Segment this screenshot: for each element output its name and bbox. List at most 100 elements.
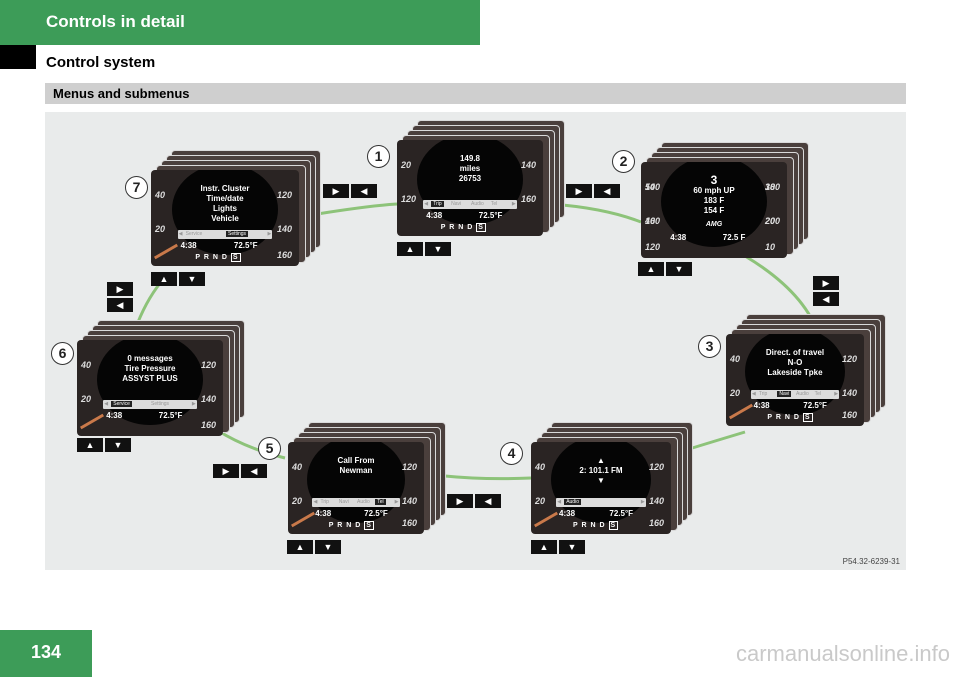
right-button[interactable]: ▶	[323, 184, 349, 198]
menu-item-audio: Audio	[470, 201, 484, 207]
left-button[interactable]: ◀	[813, 292, 839, 306]
gear-s-indicator: S	[608, 521, 619, 530]
display-text-line: Vehicle	[211, 214, 239, 223]
gear-indicator: P R N D S	[767, 413, 813, 422]
menu-left-arrow: ◀	[751, 391, 756, 397]
down-button[interactable]: ▼	[179, 272, 205, 286]
cluster-display	[745, 334, 845, 416]
callout-2: 2	[612, 150, 635, 173]
speed-scale-label: 20	[765, 216, 776, 226]
gauge-needle	[728, 403, 754, 420]
display-outside-temp: 72.5°F	[233, 241, 258, 250]
display-clock: 4:38	[315, 509, 332, 518]
gear-s-indicator: S	[802, 413, 813, 422]
header-title: Controls in detail	[46, 12, 185, 31]
down-button[interactable]: ▼	[666, 262, 692, 276]
display-text-line: 0 messages	[127, 354, 173, 363]
cluster-display	[550, 442, 652, 524]
left-button[interactable]: ◀	[241, 464, 267, 478]
speed-scale-label: 140	[402, 496, 418, 506]
speed-scale-label: 30	[765, 182, 776, 192]
left-button[interactable]: ◀	[107, 298, 133, 312]
display-outside-temp: 72.5°F	[609, 509, 634, 518]
cluster-display	[171, 170, 279, 256]
right-button[interactable]: ▶	[813, 276, 839, 290]
display-text-line: Instr. Cluster	[200, 184, 250, 193]
up-button[interactable]: ▲	[151, 272, 177, 286]
display-text-line: ▼	[597, 476, 605, 485]
display-clock: 4:38	[426, 211, 443, 220]
display-text-line: 154 F	[703, 206, 725, 215]
display-outside-temp: 72.5°F	[364, 509, 388, 518]
menu-item-trip: Trip	[758, 391, 768, 397]
gauge-needle	[533, 511, 559, 528]
display-clock: 4:38	[559, 509, 576, 518]
speed-scale-label: 160	[645, 216, 661, 226]
down-button[interactable]: ▼	[315, 540, 341, 554]
display-text-line: 3	[710, 173, 718, 187]
left-button[interactable]: ◀	[351, 184, 377, 198]
down-button[interactable]: ▼	[425, 242, 451, 256]
subsection-bar: Menus and submenus	[45, 83, 906, 104]
up-button[interactable]: ▲	[287, 540, 313, 554]
display-clock: 4:38	[753, 401, 770, 410]
display-text-line: Call From	[337, 456, 375, 465]
cluster-display	[417, 140, 523, 226]
right-button[interactable]: ▶	[213, 464, 239, 478]
menu-item-tel: Tel	[490, 201, 498, 207]
menu-left-arrow: ◀	[424, 201, 429, 207]
down-button[interactable]: ▼	[559, 540, 585, 554]
right-button[interactable]: ▶	[447, 494, 473, 508]
callout-1: 1	[367, 145, 390, 168]
menu-left-arrow: ◀	[104, 401, 109, 407]
cluster-display	[307, 442, 405, 524]
up-button[interactable]: ▲	[531, 540, 557, 554]
gear-indicator: P R N D S	[329, 521, 374, 530]
speed-scale-label: 50	[645, 182, 656, 192]
display-text-line: 2: 101.1 FM	[579, 466, 623, 475]
speed-scale-label: 20	[535, 496, 546, 506]
display-menu-bar: ◀▶Audio	[556, 498, 646, 507]
up-button[interactable]: ▲	[397, 242, 423, 256]
menu-item-service: Service	[185, 231, 203, 237]
gauge-needle	[79, 413, 105, 430]
speed-scale-label: 40	[645, 216, 656, 226]
right-button[interactable]: ▶	[107, 282, 133, 296]
speed-scale-label: 120	[645, 242, 661, 252]
watermark: carmanualsonline.info	[735, 641, 950, 666]
speed-scale-label: 140	[277, 224, 293, 234]
callout-3: 3	[698, 335, 721, 358]
display-text-line: Time/date	[206, 194, 244, 203]
left-button[interactable]: ◀	[594, 184, 620, 198]
menu-item-audio: Audio	[356, 499, 370, 505]
display-text-line: Lights	[213, 204, 237, 213]
speed-scale-label: 200	[765, 216, 781, 226]
right-button[interactable]: ▶	[566, 184, 592, 198]
menu-right-arrow: ▶	[640, 499, 645, 505]
menu-right-arrow: ▶	[394, 499, 399, 505]
speed-scale-label: 120	[842, 354, 858, 364]
figure-reference: P54.32-6239-31	[842, 557, 900, 566]
up-button[interactable]: ▲	[77, 438, 103, 452]
speed-scale-label: 140	[201, 394, 217, 404]
display-text-line: ▲	[597, 456, 605, 465]
speed-scale-label: 140	[842, 388, 858, 398]
speed-scale-label: 120	[402, 462, 418, 472]
callout-5: 5	[258, 437, 281, 460]
speed-scale-label: 20	[401, 160, 412, 170]
left-button[interactable]: ◀	[475, 494, 501, 508]
gauge-needle	[290, 511, 316, 528]
speed-scale-label: 20	[292, 496, 303, 506]
gear-s-indicator: S	[230, 253, 241, 262]
speed-scale-label: 40	[535, 462, 546, 472]
down-button[interactable]: ▼	[105, 438, 131, 452]
up-button[interactable]: ▲	[638, 262, 664, 276]
speed-scale-label: 120	[649, 462, 665, 472]
display-clock: 4:38	[106, 411, 123, 420]
